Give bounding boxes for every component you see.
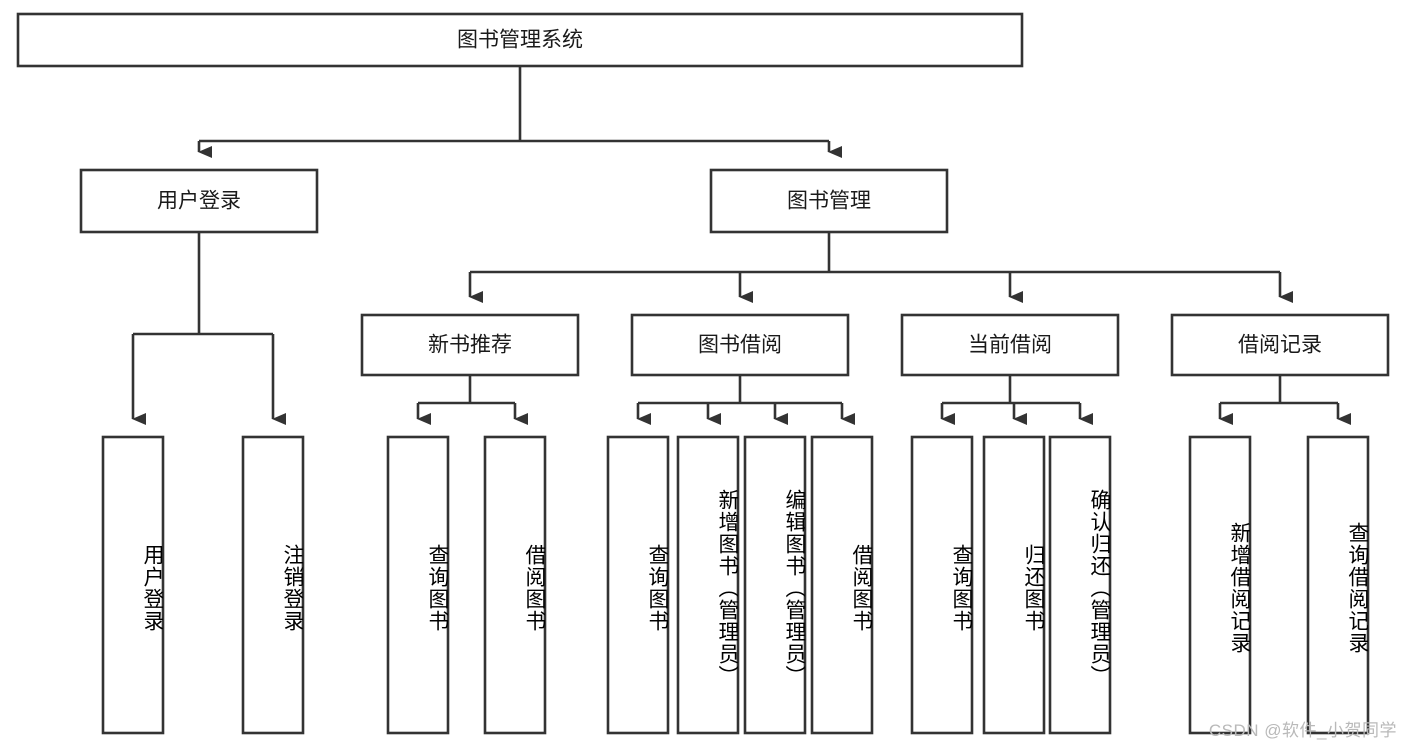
node-root-label: 图书管理系统 xyxy=(457,29,583,52)
leaf-box-borrow-book[interactable] xyxy=(810,435,874,735)
node-user-login[interactable]: 用户登录 xyxy=(79,168,319,234)
leaf-box-return-book[interactable] xyxy=(982,435,1046,735)
edges-layer xyxy=(131,66,1351,425)
leaf-box-add-borrow-record[interactable] xyxy=(1188,435,1252,735)
leaf-box-confirm-return-admin[interactable] xyxy=(1048,435,1112,735)
node-borrow-record-label: 借阅记录 xyxy=(1238,334,1322,357)
node-current-borrow[interactable]: 当前借阅 xyxy=(900,313,1120,377)
node-book-management-label: 图书管理 xyxy=(787,190,871,213)
node-current-borrow-label: 当前借阅 xyxy=(968,334,1052,357)
node-current-borrow-box[interactable] xyxy=(900,313,1120,377)
node-borrow-record-box[interactable] xyxy=(1170,313,1390,377)
node-borrow-record[interactable]: 借阅记录 xyxy=(1170,313,1390,377)
csdn-watermark: CSDN @软件_小贺同学 xyxy=(1208,721,1397,740)
node-new-book-recommend-label: 新书推荐 xyxy=(428,334,512,357)
node-user-login-box[interactable] xyxy=(79,168,319,234)
leaf-box-add-book-admin[interactable] xyxy=(676,435,740,735)
node-user-login-label: 用户登录 xyxy=(157,190,241,213)
node-book-borrow-label: 图书借阅 xyxy=(698,334,782,357)
node-book-management[interactable]: 图书管理 xyxy=(709,168,949,234)
leaf-box-query-book-newbook[interactable] xyxy=(386,435,450,735)
leaf-box-user-login[interactable] xyxy=(101,435,165,735)
node-book-borrow[interactable]: 图书借阅 xyxy=(630,313,850,377)
nodes-layer: 图书管理系统 用户登录 图书管理 新书推荐 图书借阅 xyxy=(16,12,1390,735)
node-new-book-recommend-box[interactable] xyxy=(360,313,580,377)
node-root-box[interactable] xyxy=(16,12,1024,68)
leaf-box-query-book-borrow[interactable] xyxy=(606,435,670,735)
leaf-box-logout[interactable] xyxy=(241,435,305,735)
node-book-borrow-box[interactable] xyxy=(630,313,850,377)
node-book-management-box[interactable] xyxy=(709,168,949,234)
leaf-box-query-book-current[interactable] xyxy=(910,435,974,735)
node-root[interactable]: 图书管理系统 xyxy=(16,12,1024,68)
leaf-box-borrow-book-newbook[interactable] xyxy=(483,435,547,735)
node-new-book-recommend[interactable]: 新书推荐 xyxy=(360,313,580,377)
leaf-box-query-borrow-record[interactable] xyxy=(1306,435,1370,735)
leaf-box-edit-book-admin[interactable] xyxy=(743,435,807,735)
